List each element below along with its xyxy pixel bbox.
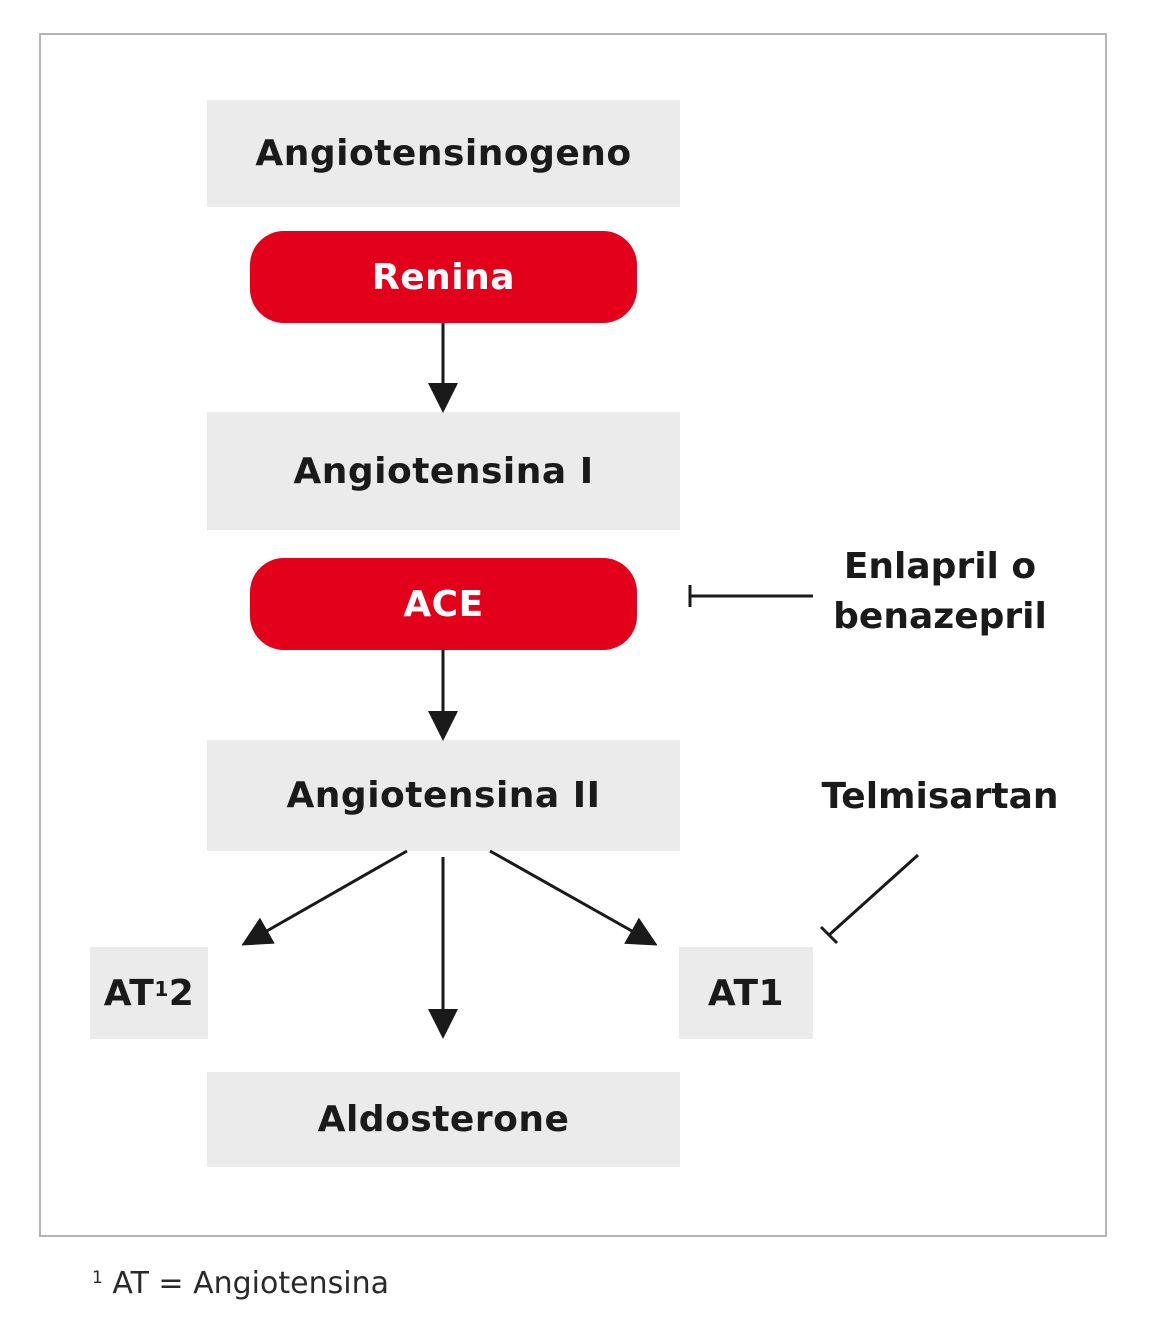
inhibitor-ace-line1: Enlapril o [843,546,1037,587]
inhibitor-arb-label: Telmisartan [821,776,1059,817]
node-aldosterone-label: Aldosterone [317,1099,570,1140]
footnote-text: AT = Angiotensina [112,1266,389,1301]
inhibition-ace-line [688,585,813,607]
arrow-to-at1 [489,849,658,946]
node-angiotensin-1-label: Angiotensina I [293,450,594,492]
node-at1-label: AT1 [707,972,785,1014]
node-at2-label: AT12 [103,972,195,1014]
enzyme-renin-label: Renina [371,256,516,298]
footnote-marker: 1 [92,1268,103,1288]
node-angiotensin-2: Angiotensina II [207,740,680,851]
inhibitor-ace: Enlapril o benazepril [820,542,1060,642]
enzyme-renin: Renina [250,231,637,323]
node-aldosterone: Aldosterone [207,1072,680,1167]
node-angiotensin-2-label: Angiotensina II [286,775,601,816]
diagram-frame [39,33,1107,1237]
node-at1-receptor: AT1 [679,947,813,1039]
inhibitor-ace-line2: benazepril [833,596,1047,637]
node-angiotensinogen: Angiotensinogeno [207,100,680,207]
footnote: 1 AT = Angiotensina [92,1266,389,1301]
enzyme-ace-label: ACE [403,583,484,625]
inhibitor-arb: Telmisartan [815,772,1065,822]
inhibition-at1-line [819,853,920,945]
node-angiotensin-1: Angiotensina I [207,412,680,530]
node-angiotensinogen-label: Angiotensinogeno [255,133,632,174]
node-at2-receptor: AT12 [90,947,208,1039]
arrow-to-at2 [241,849,408,946]
enzyme-ace: ACE [250,558,637,650]
